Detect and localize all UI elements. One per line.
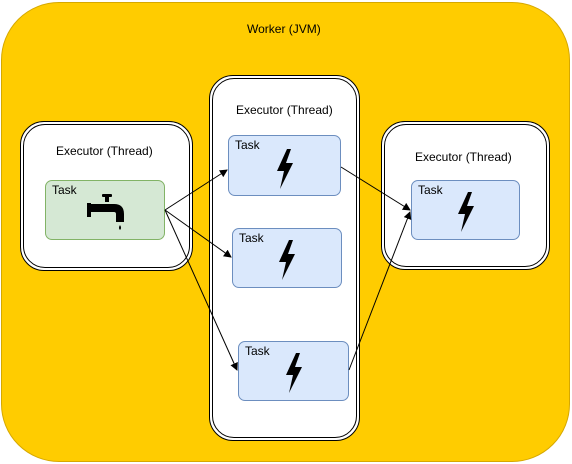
- lightning-bolt-icon: [277, 149, 293, 189]
- task-bolt-1: Task: [228, 135, 341, 196]
- task-spout-label: Task: [52, 183, 77, 197]
- lightning-bolt-icon: [286, 353, 302, 393]
- task-bolt-3: Task: [238, 341, 349, 401]
- task-spout: Task: [45, 180, 165, 240]
- executor-middle-label: Executor (Thread): [236, 103, 333, 117]
- task-bolt-3-label: Task: [245, 344, 270, 358]
- executor-left-label: Executor (Thread): [56, 144, 153, 158]
- executor-right-label: Executor (Thread): [415, 150, 512, 164]
- task-bolt-2-label: Task: [239, 231, 264, 245]
- lightning-bolt-icon: [458, 192, 474, 232]
- faucet-icon: [87, 194, 124, 230]
- task-bolt-4: Task: [411, 180, 520, 240]
- worker-label: Worker (JVM): [247, 22, 321, 36]
- task-bolt-1-label: Task: [235, 138, 260, 152]
- task-bolt-2: Task: [232, 228, 342, 288]
- task-bolt-4-label: Task: [418, 183, 443, 197]
- lightning-bolt-icon: [279, 240, 295, 280]
